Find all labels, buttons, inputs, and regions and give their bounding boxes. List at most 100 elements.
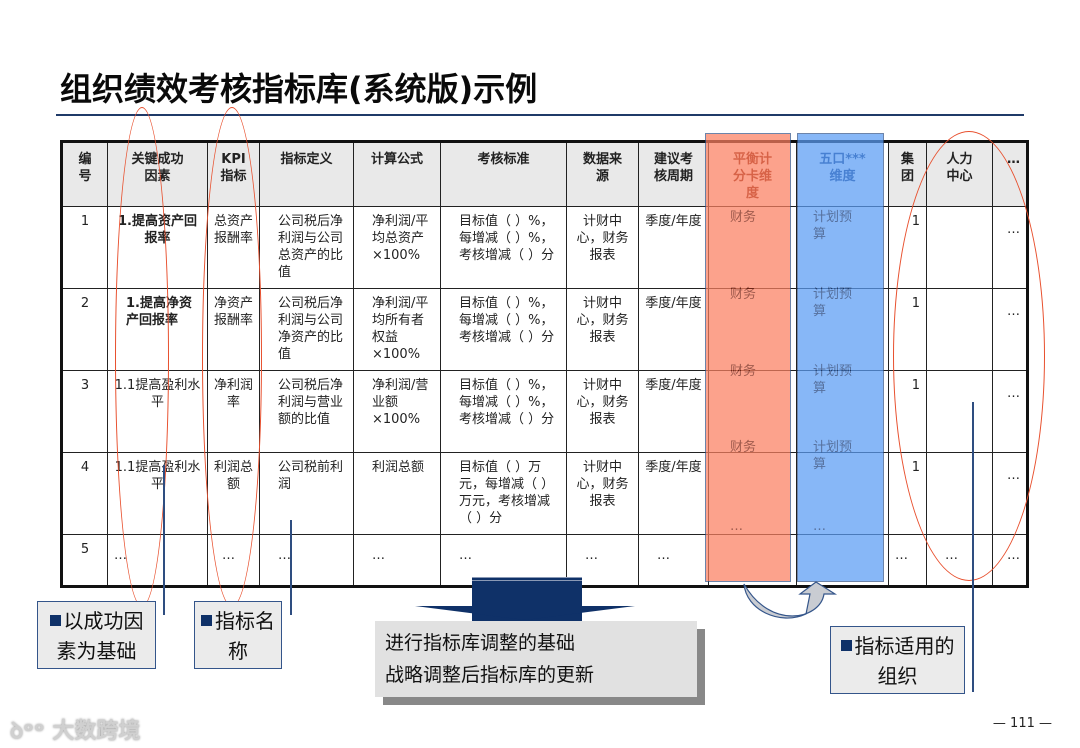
table-row: 2 1.提高净资产回报率 净资产报酬率 公司税后净利润与公司净资产的比值 净利润…: [61, 288, 1028, 371]
watermark-icon: ꝺᵒᵒ: [10, 719, 53, 744]
cell-source: 计财中心，财务报表: [566, 452, 639, 535]
cell-standard: 目标值（ ）万元，每增减（ ）万元，考核增减（ ）分: [440, 452, 567, 535]
bullet-square-icon: [840, 640, 852, 651]
cell-kpi: 利润总额: [207, 452, 260, 535]
cell-more: …: [992, 206, 1028, 289]
cell-group: 1: [888, 370, 927, 453]
org-connector-line: [972, 402, 974, 692]
cell-definition: 公司税后净利润与公司净资产的比值: [259, 288, 354, 371]
cell-formula: 净利润/营业额×100%: [353, 370, 441, 453]
cell-kpi: 净利润率: [207, 370, 260, 453]
callout-csf: 以成功因素为基础: [37, 601, 156, 669]
down-arrow-head: [415, 606, 635, 620]
cell-kpi: …: [207, 534, 260, 587]
cell-period: …: [638, 534, 709, 587]
bsc-row-3: 财务: [730, 364, 757, 379]
cell-csf: …: [107, 534, 208, 587]
callout-kpi-text: 指标名称: [215, 609, 275, 663]
cell-csf: 1.1提高盈利水平: [107, 452, 208, 535]
bsc-row-2: 财务: [730, 287, 757, 302]
cell-id: 2: [61, 288, 108, 371]
header-definition: 指标定义: [259, 141, 354, 207]
cell-group: …: [888, 534, 927, 587]
callout-org-text: 指标适用的组织: [854, 634, 955, 688]
bsc-row-5: …: [730, 519, 743, 534]
five-row-3: 计划预算: [813, 364, 853, 396]
table-row: 4 1.1提高盈利水平 利润总额 公司税前利润 利润总额 目标值（ ）万元，每增…: [61, 452, 1028, 535]
cell-definition: 公司税后净利润与营业额的比值: [259, 370, 354, 453]
cell-id: 4: [61, 452, 108, 535]
callout-org: 指标适用的组织: [830, 626, 965, 694]
five-row-5: …: [813, 519, 826, 534]
kpi-library-table: 编 号 关键成功 因素 KPI 指标 指标定义 计算公式 考核标准 数据来源 建…: [60, 140, 1029, 588]
header-hr: 人力 中心: [926, 141, 993, 207]
watermark-logo: ꝺᵒᵒ 大数跨境: [10, 719, 141, 744]
cell-more: …: [992, 452, 1028, 535]
cell-formula: …: [353, 534, 441, 587]
cell-hr: [926, 206, 993, 289]
cell-period: 季度/年度: [638, 452, 709, 535]
header-more: …: [992, 141, 1028, 207]
cell-hr: [926, 452, 993, 535]
five-row-2: 计划预算: [813, 287, 853, 319]
five-row-4: 计划预算: [813, 440, 853, 472]
cell-period: 季度/年度: [638, 206, 709, 289]
cell-period: 季度/年度: [638, 288, 709, 371]
cell-csf: 1.提高净资产回报率: [107, 288, 208, 371]
header-csf: 关键成功 因素: [107, 141, 208, 207]
bullet-square-icon: [49, 615, 61, 626]
cell-group: 1: [888, 206, 927, 289]
header-period: 建议考 核周期: [638, 141, 709, 207]
bsc-row-1: 财务: [730, 210, 757, 225]
cell-id: 1: [61, 206, 108, 289]
title-divider: [56, 114, 1024, 116]
bsc-column-highlight: 财务 财务 财务 财务 …: [705, 133, 791, 582]
cell-source: 计财中心，财务报表: [566, 288, 639, 371]
cell-csf: 1.提高资产回报率: [107, 206, 208, 289]
callout-kpi: 指标名称: [194, 601, 282, 669]
page-title: 组织绩效考核指标库(系统版)示例: [60, 70, 538, 108]
cell-source: 计财中心，财务报表: [566, 370, 639, 453]
cell-formula: 净利润/平均总资产×100%: [353, 206, 441, 289]
message-line-1: 进行指标库调整的基础: [385, 632, 576, 654]
cell-more: …: [992, 534, 1028, 587]
five-row-1: 计划预算: [813, 210, 853, 242]
message-box: 进行指标库调整的基础 战略调整后指标库的更新: [375, 621, 697, 697]
cell-group: 1: [888, 452, 927, 535]
cell-formula: 净利润/平均所有者权益×100%: [353, 288, 441, 371]
bullet-square-icon: [201, 615, 212, 626]
header-source: 数据来源: [566, 141, 639, 207]
header-id: 编 号: [61, 141, 108, 207]
cell-csf: 1.1提高盈利水平: [107, 370, 208, 453]
page-number: — 111 —: [992, 716, 1052, 731]
curved-arrow-icon: [743, 581, 838, 619]
cell-formula: 利润总额: [353, 452, 441, 535]
cell-hr: …: [926, 534, 993, 587]
kpi-connector-line: [290, 520, 292, 615]
cell-more: …: [992, 370, 1028, 453]
cell-standard: 目标值（ ）%，每增减（ ）%，考核增减（ ）分: [440, 288, 567, 371]
bsc-row-4: 财务: [730, 440, 757, 455]
cell-definition: 公司税后净利润与公司总资产的比值: [259, 206, 354, 289]
cell-group: 1: [888, 288, 927, 371]
cell-more: …: [992, 288, 1028, 371]
cell-definition: …: [259, 534, 354, 587]
header-standard: 考核标准: [440, 141, 567, 207]
cell-source: 计财中心，财务报表: [566, 206, 639, 289]
header-group: 集 团: [888, 141, 927, 207]
cell-standard: 目标值（ ）%，每增减（ ）%，考核增减（ ）分: [440, 206, 567, 289]
cell-hr: [926, 370, 993, 453]
cell-hr: [926, 288, 993, 371]
cell-standard: 目标值（ ）%，每增减（ ）%，考核增减（ ）分: [440, 370, 567, 453]
cell-definition: 公司税前利润: [259, 452, 354, 535]
five-column-highlight: 计划预算 计划预算 计划预算 计划预算 …: [797, 133, 884, 582]
callout-csf-text: 以成功因素为基础: [56, 609, 144, 663]
cell-kpi: 净资产报酬率: [207, 288, 260, 371]
header-formula: 计算公式: [353, 141, 441, 207]
header-kpi: KPI 指标: [207, 141, 260, 207]
cell-kpi: 总资产报酬率: [207, 206, 260, 289]
csf-connector-line: [163, 465, 165, 615]
cell-id: 3: [61, 370, 108, 453]
table-row: 3 1.1提高盈利水平 净利润率 公司税后净利润与营业额的比值 净利润/营业额×…: [61, 370, 1028, 453]
cell-period: 季度/年度: [638, 370, 709, 453]
